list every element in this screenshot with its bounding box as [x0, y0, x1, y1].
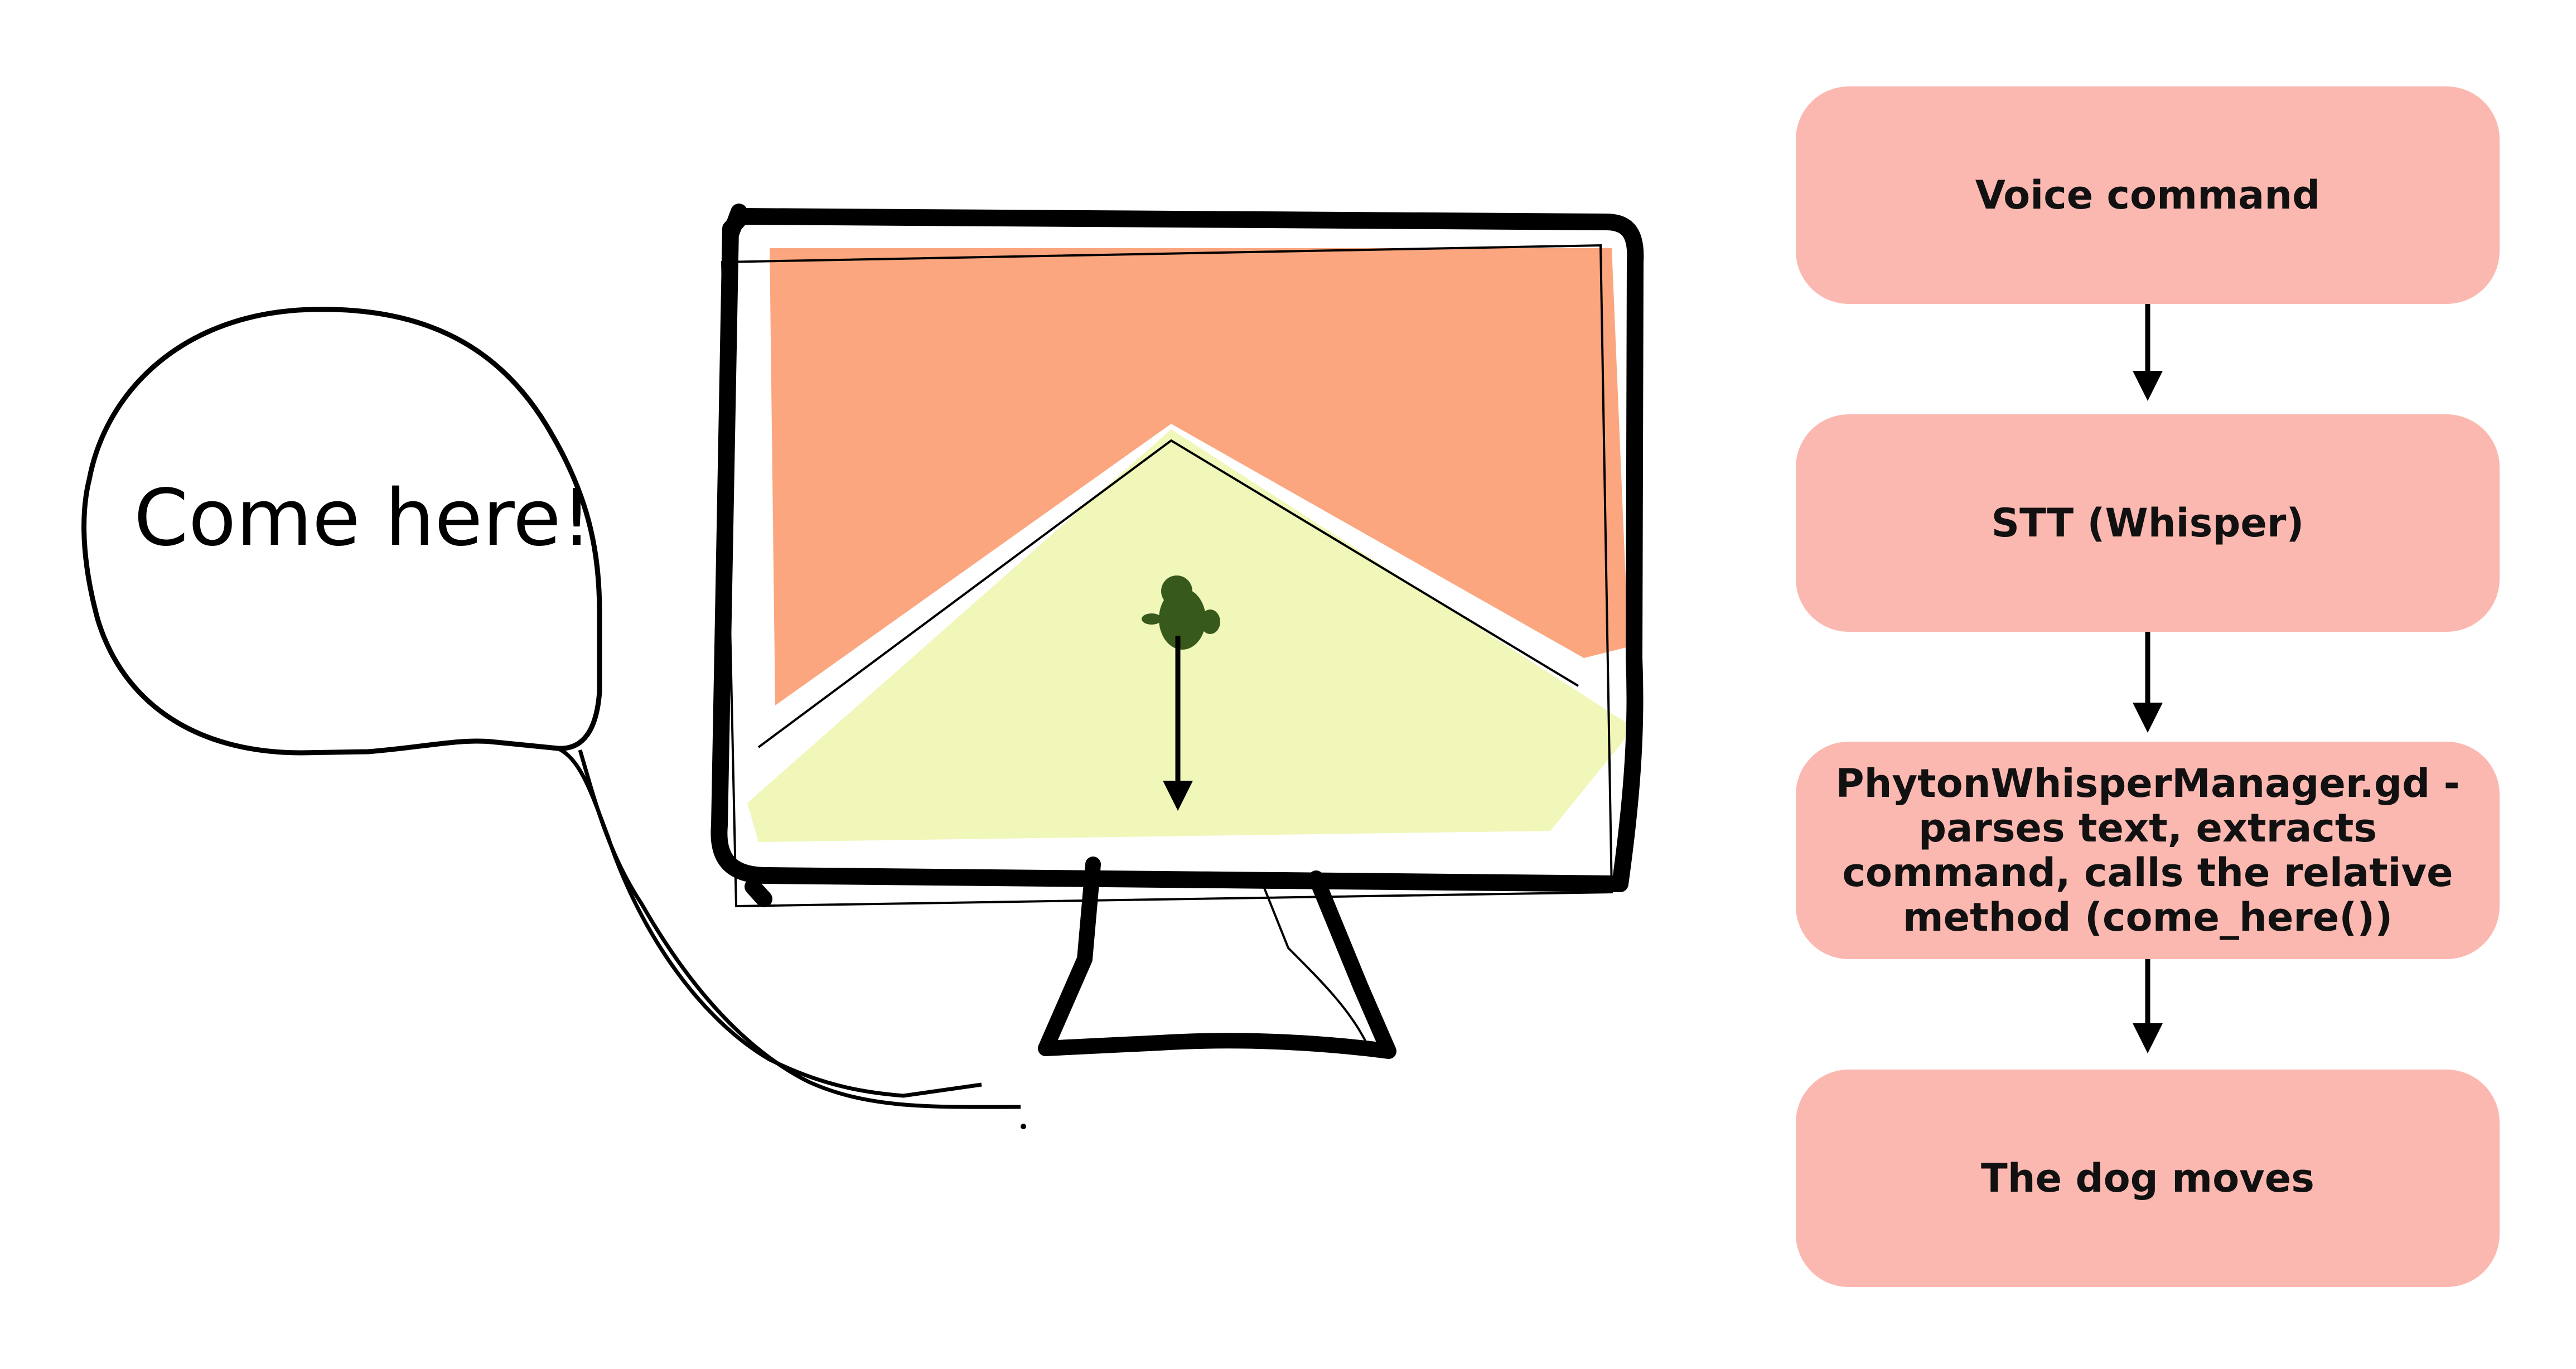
speech-bubble-text: Come here! — [134, 473, 593, 564]
dog-head — [1161, 575, 1192, 607]
speech-bubble-tail-inner — [578, 749, 1021, 1109]
monitor-frame-corner-mark — [722, 204, 772, 907]
dog-paw — [1200, 609, 1220, 634]
monitor-stand-inner-line — [1259, 878, 1367, 1043]
upper-area — [770, 248, 1628, 705]
speech-bubble-outline — [81, 307, 602, 756]
thin-frame-line — [721, 244, 1613, 908]
speech-bubble-dot — [1021, 1124, 1026, 1129]
dog-tail — [1142, 613, 1162, 625]
thin-ceiling-line-1 — [757, 439, 1579, 748]
speech-bubble — [81, 307, 1026, 1129]
monitor-stand — [1038, 857, 1396, 1059]
flow-step-dog-moves: The dog moves — [1796, 1070, 2500, 1287]
dog-figure — [1142, 575, 1220, 650]
flow-step-stt: STT (Whisper) — [1796, 414, 2500, 632]
monitor-frame — [711, 208, 1644, 892]
flow-step-whisper-manager: PhytonWhisperManager.gd - parses text, e… — [1796, 742, 2500, 959]
monitor — [711, 204, 1644, 1059]
flow-step-voice-command: Voice command — [1796, 86, 2500, 304]
